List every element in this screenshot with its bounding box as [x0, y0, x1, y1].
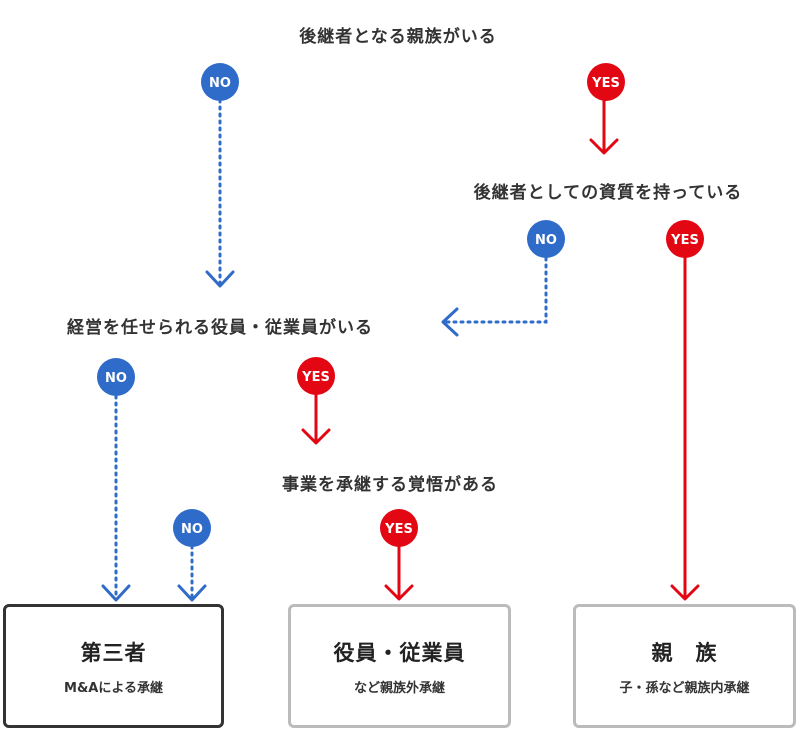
yes-badge-label: YES — [591, 76, 620, 91]
outcome-subtitle: など親族外承継 — [353, 681, 445, 696]
no-arrowhead-q3 — [101, 584, 131, 602]
outcome-box-staff: 役員・従業員 など親族外承継 — [288, 604, 511, 728]
no-arrowhead-q4 — [177, 584, 207, 602]
yes-badge-q4: YES — [380, 509, 418, 547]
no-badge-label: NO — [181, 522, 203, 537]
no-badge-label: NO — [105, 371, 127, 386]
no-badge-label: NO — [535, 233, 557, 248]
yes-arrowhead-q3 — [301, 428, 331, 445]
outcome-title: 親 族 — [651, 641, 718, 665]
outcome-title: 第三者 — [80, 641, 147, 665]
question-successor-qualification: 後継者としての資質を持っている — [474, 182, 743, 203]
outcome-title: 役員・従業員 — [333, 641, 466, 665]
yes-arrowhead-q2 — [670, 584, 700, 601]
question-commitment: 事業を承継する覚悟がある — [282, 474, 498, 495]
no-badge-label: NO — [209, 76, 231, 91]
no-badge-q4: NO — [173, 509, 211, 547]
yes-arrowhead-q4 — [384, 584, 414, 601]
yes-badge-q3: YES — [297, 357, 335, 395]
no-badge-q2: NO — [527, 220, 565, 258]
no-arrowhead-q2 — [441, 307, 459, 337]
yes-badge-q2: YES — [666, 220, 704, 258]
no-connector-q2 — [444, 256, 548, 324]
no-arrowhead-q1 — [205, 270, 235, 288]
outcome-box-third-party: 第三者 M&Aによる承継 — [3, 604, 224, 728]
yes-badge-label: YES — [670, 233, 699, 248]
yes-badge-q1: YES — [587, 63, 625, 101]
outcome-subtitle: 子・孫など親族内承継 — [619, 681, 750, 696]
outcome-subtitle: M&Aによる承継 — [64, 681, 163, 696]
no-badge-q1: NO — [201, 63, 239, 101]
outcome-box-family: 親 族 子・孫など親族内承継 — [573, 604, 796, 728]
no-badge-q3: NO — [97, 358, 135, 396]
yes-arrowhead-q1 — [589, 138, 619, 155]
yes-badge-label: YES — [384, 522, 413, 537]
question-trusted-staff: 経営を任せられる役員・従業員がいる — [67, 317, 373, 338]
question-successor-relative: 後継者となる親族がいる — [299, 26, 497, 47]
yes-badge-label: YES — [301, 370, 330, 385]
